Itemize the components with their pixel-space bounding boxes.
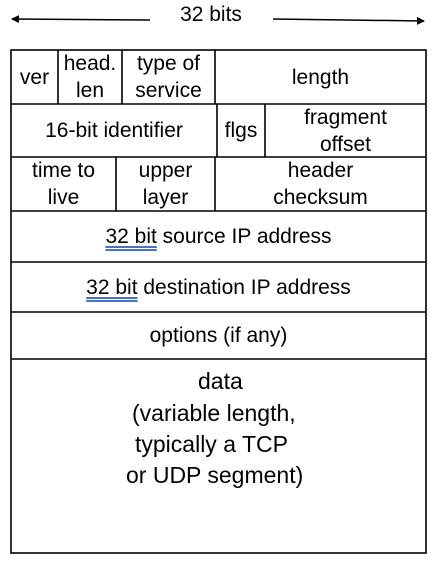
options-label: options (if any) xyxy=(149,324,288,347)
upper-layer-protocol-field: upper layer xyxy=(117,158,214,210)
version-field: ver xyxy=(12,51,57,103)
identifier-label: 16-bit identifier xyxy=(45,119,183,142)
fragment-offset-label-line1: fragment xyxy=(304,105,387,129)
destination-ip-label: 32 bit destination IP address xyxy=(86,274,351,301)
source-ip-field: 32 bit source IP address xyxy=(12,212,425,261)
bits-width-label: 32 bits xyxy=(180,3,242,26)
data-label-line4: or UDP segment) xyxy=(126,462,304,488)
width-arrows xyxy=(11,15,425,25)
total-length-label: length xyxy=(291,65,350,89)
tos-label-line2: service xyxy=(135,79,202,102)
upper-layer-label-line2: layer xyxy=(142,186,189,209)
header-length-label-line2: len xyxy=(75,79,105,102)
header-length-field: head. len xyxy=(59,51,121,103)
destination-ip-field: 32 bit destination IP address xyxy=(12,263,425,311)
type-of-service-field: type of service xyxy=(123,51,214,103)
data-field: data (variable length, typically a TCP o… xyxy=(12,362,425,552)
tos-label-line1: type of xyxy=(136,52,201,75)
flags-field: flgs xyxy=(218,105,264,156)
checksum-label-line1: header xyxy=(287,159,354,182)
source-ip-label: 32 bit source IP address xyxy=(105,223,331,250)
left-arrow xyxy=(11,15,151,24)
header-checksum-field: header checksum xyxy=(216,158,425,210)
ttl-label-line2: live xyxy=(47,186,80,209)
data-label-line1: data xyxy=(198,368,243,394)
source-ip-prefix: 32 bit xyxy=(105,225,157,248)
source-ip-rest: source IP address xyxy=(156,225,332,248)
flags-label: flgs xyxy=(224,119,258,142)
total-length-field: length xyxy=(216,51,425,103)
fragment-offset-label-line2: offset xyxy=(320,132,371,156)
identifier-field: 16-bit identifier xyxy=(12,105,216,156)
header-length-label-line1: head. xyxy=(63,52,117,75)
upper-layer-label-line1: upper xyxy=(138,159,193,182)
ttl-label-line1: time to xyxy=(31,159,96,182)
version-label: ver xyxy=(19,65,50,89)
options-field: options (if any) xyxy=(12,313,425,358)
data-label-line3: typically a TCP xyxy=(135,431,288,457)
data-label-line2: (variable length, xyxy=(132,400,296,426)
checksum-label-line2: checksum xyxy=(273,186,368,209)
datagram-outline xyxy=(10,49,427,554)
right-arrow xyxy=(272,16,425,25)
time-to-live-field: time to live xyxy=(12,158,115,210)
destination-ip-prefix: 32 bit xyxy=(86,275,138,299)
fragment-offset-field: fragment offset xyxy=(266,105,425,156)
destination-ip-rest: destination IP address xyxy=(137,275,351,299)
